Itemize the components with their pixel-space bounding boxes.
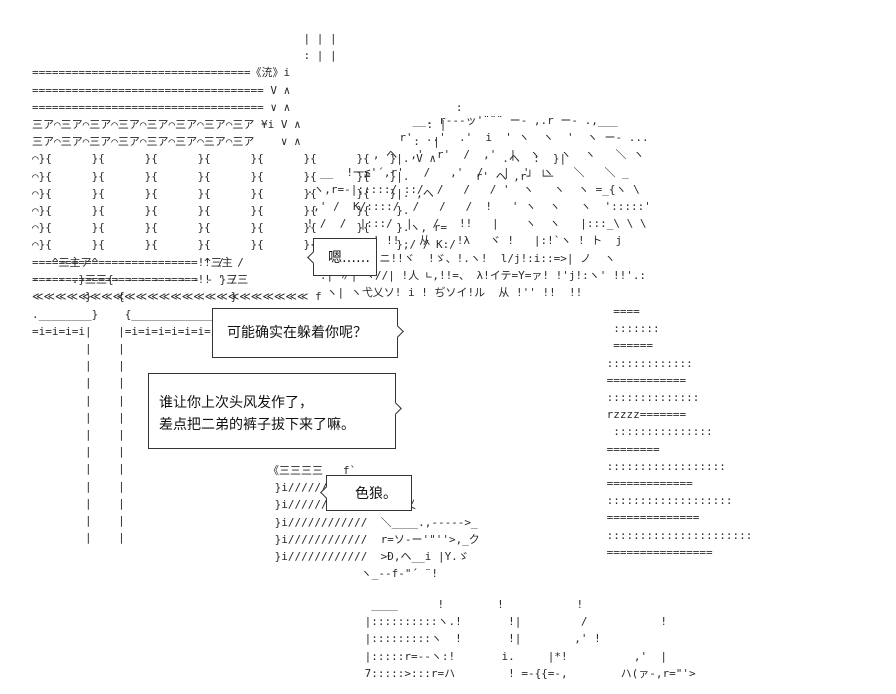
bubble-tail bbox=[389, 402, 402, 415]
dialogue-line: 可能确实在躲着你呢？ bbox=[227, 325, 367, 341]
bubble-tail bbox=[391, 325, 404, 338]
dialogue-line: 差点把二弟的裤子拔下来了嘛。 bbox=[159, 417, 355, 433]
speech-bubble-hmm: 嗯…… bbox=[307, 238, 377, 276]
dialogue-line: 嗯…… bbox=[328, 250, 370, 266]
dialogue-line: 谁让你上次头风发作了， bbox=[159, 395, 313, 411]
feet-art: ____ ! ! ! |::::::::::ヽ.! !| / ! |::::::… bbox=[364, 598, 696, 680]
building-roof-art: | | | : | | ============================… bbox=[32, 32, 567, 304]
speech-bubble-pervert: 色狼。 bbox=[320, 475, 412, 511]
speech-bubble-hiding: 可能确实在躲着你呢？ bbox=[212, 308, 404, 358]
speech-bubble-explanation: 谁让你上次头风发作了， 差点把二弟的裤子拔下来了嘛。 bbox=[148, 373, 402, 449]
dialogue-line: 色狼。 bbox=[355, 486, 397, 502]
stairs-art: ==== ::::::: ====== ::::::::::::: ======… bbox=[606, 305, 753, 559]
